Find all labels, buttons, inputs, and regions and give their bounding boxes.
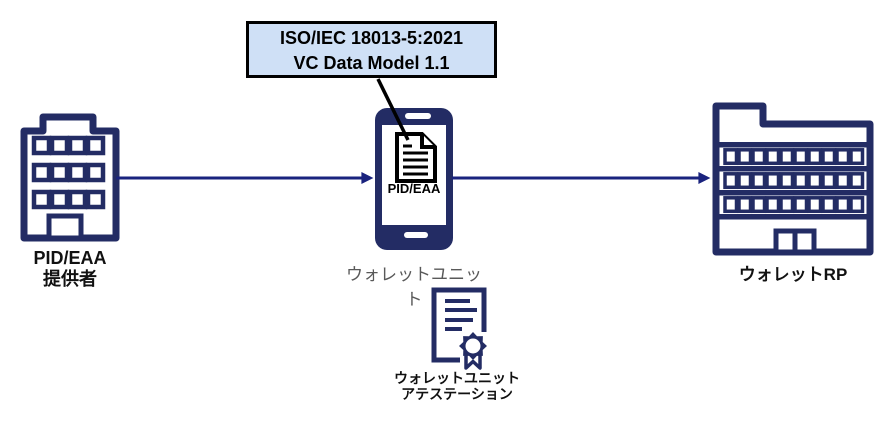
attestation-label: ウォレットユニット アテステーション bbox=[379, 370, 535, 402]
attestation-label-line1: ウォレットユニット bbox=[394, 370, 520, 386]
credential-label: PID/EAA bbox=[387, 181, 441, 196]
attestation-label-line2: アテステーション bbox=[401, 385, 513, 402]
wallet-rp-label: ウォレットRP bbox=[738, 265, 848, 284]
wallet-phone-icon: PID/EAA bbox=[375, 108, 453, 250]
door bbox=[46, 213, 84, 241]
provider-building-icon bbox=[20, 113, 120, 242]
phone-home-button bbox=[404, 232, 428, 238]
provider-label-line2: 提供者 bbox=[43, 269, 97, 289]
callout-line2: VC Data Model 1.1 bbox=[293, 52, 450, 73]
callout-line1: ISO/IEC 18013-5:2021 bbox=[279, 28, 464, 48]
credential-document-icon bbox=[395, 132, 437, 183]
standards-callout: ISO/IEC 18013-5:2021 VC Data Model 1.1 bbox=[246, 21, 497, 78]
provider-label-line1: PID/EAA bbox=[33, 248, 107, 268]
attestation-certificate-icon bbox=[431, 287, 487, 370]
wallet-unit-label: ウォレットユニット bbox=[346, 265, 482, 309]
phone-screen: PID/EAA bbox=[382, 125, 446, 225]
rp-building-icon bbox=[712, 102, 874, 256]
phone-speaker bbox=[405, 113, 431, 119]
provider-label: PID/EAA 提供者 bbox=[18, 248, 122, 290]
